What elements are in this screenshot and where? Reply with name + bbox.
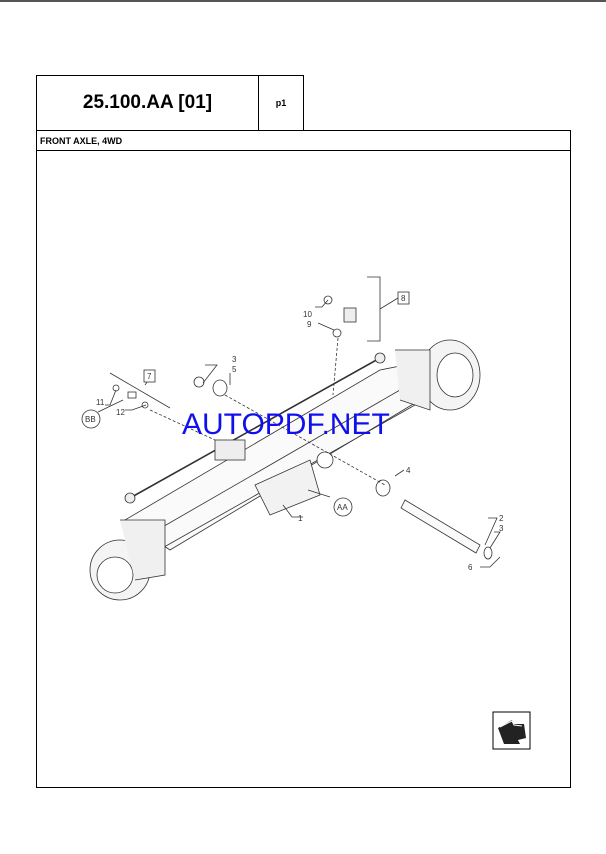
callout-4: 4 <box>406 466 411 475</box>
callout-aa: AA <box>337 503 348 512</box>
axle-drawing <box>81 276 501 601</box>
callout-11: 11 <box>96 398 105 407</box>
callout-3a: 3 <box>232 355 237 364</box>
callout-bb: BB <box>85 415 96 424</box>
callout-9: 9 <box>307 320 312 329</box>
callout-12: 12 <box>116 408 125 417</box>
watermark: AUTOPDF.NET <box>182 408 390 441</box>
callout-8: 8 <box>401 294 406 303</box>
callout-3b: 3 <box>499 524 504 533</box>
callout-10: 10 <box>303 310 312 319</box>
next-page-arrow-icon[interactable] <box>492 711 531 750</box>
section-code: 25.100.AA [01] <box>36 75 259 131</box>
callout-7: 7 <box>147 372 152 381</box>
callout-2: 2 <box>499 514 504 523</box>
callout-5: 5 <box>232 365 237 374</box>
callout-6: 6 <box>468 563 473 572</box>
top-rule <box>0 0 606 2</box>
callout-1: 1 <box>298 514 303 523</box>
